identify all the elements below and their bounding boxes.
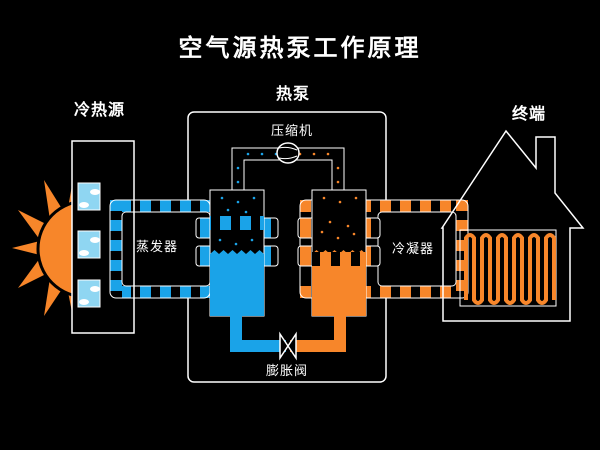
cloud-window-icon xyxy=(77,182,101,211)
cold-source-label: 冷热源 xyxy=(74,100,126,119)
evaporator-tank xyxy=(195,189,286,352)
page-title: 空气源热泵工作原理 xyxy=(178,33,422,62)
terminal-label: 终端 xyxy=(512,104,547,123)
heat-pump-label: 热泵 xyxy=(276,84,311,103)
compressor-icon xyxy=(276,142,300,164)
compressor-label: 压缩机 xyxy=(271,124,314,139)
cloud-window-icon xyxy=(77,230,101,259)
floor-heating-coil-icon xyxy=(464,233,556,305)
cloud-window-icon xyxy=(77,279,101,308)
evaporator-loop xyxy=(109,199,211,299)
expansion-valve-icon xyxy=(279,331,297,361)
evaporator-label: 蒸发器 xyxy=(136,240,179,255)
expansion-valve-label: 膨胀阀 xyxy=(266,364,309,379)
condenser-tank xyxy=(290,189,381,352)
condenser-label: 冷凝器 xyxy=(392,242,435,257)
